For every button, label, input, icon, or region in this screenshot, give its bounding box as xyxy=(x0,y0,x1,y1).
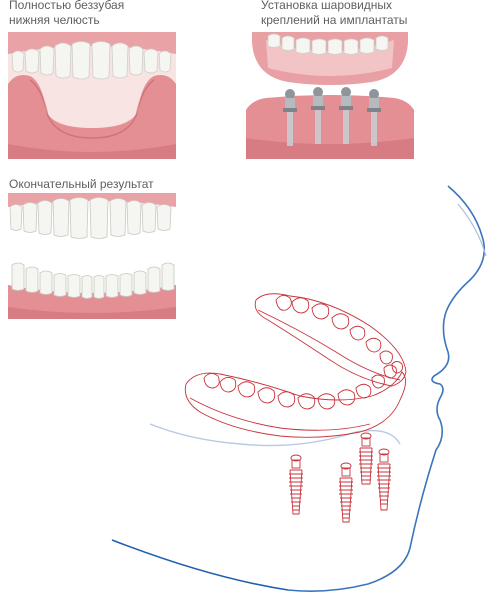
photo-final-upper-teeth xyxy=(8,193,176,247)
photo-ball-attachments xyxy=(246,32,414,159)
implant-sketches xyxy=(289,432,391,523)
caption-ball-attachments: Установка шаровидных креплений на имплан… xyxy=(261,0,408,27)
lower-denture-sketch xyxy=(184,364,406,438)
photo-edentulous-jaw xyxy=(8,32,176,159)
upper-denture-sketch xyxy=(254,293,407,387)
photo-final-lower-denture xyxy=(8,255,176,319)
caption-edentulous-jaw: Полностью беззубая нижняя челюсть xyxy=(9,0,125,27)
caption-final-result: Окончательный результат xyxy=(9,177,154,191)
